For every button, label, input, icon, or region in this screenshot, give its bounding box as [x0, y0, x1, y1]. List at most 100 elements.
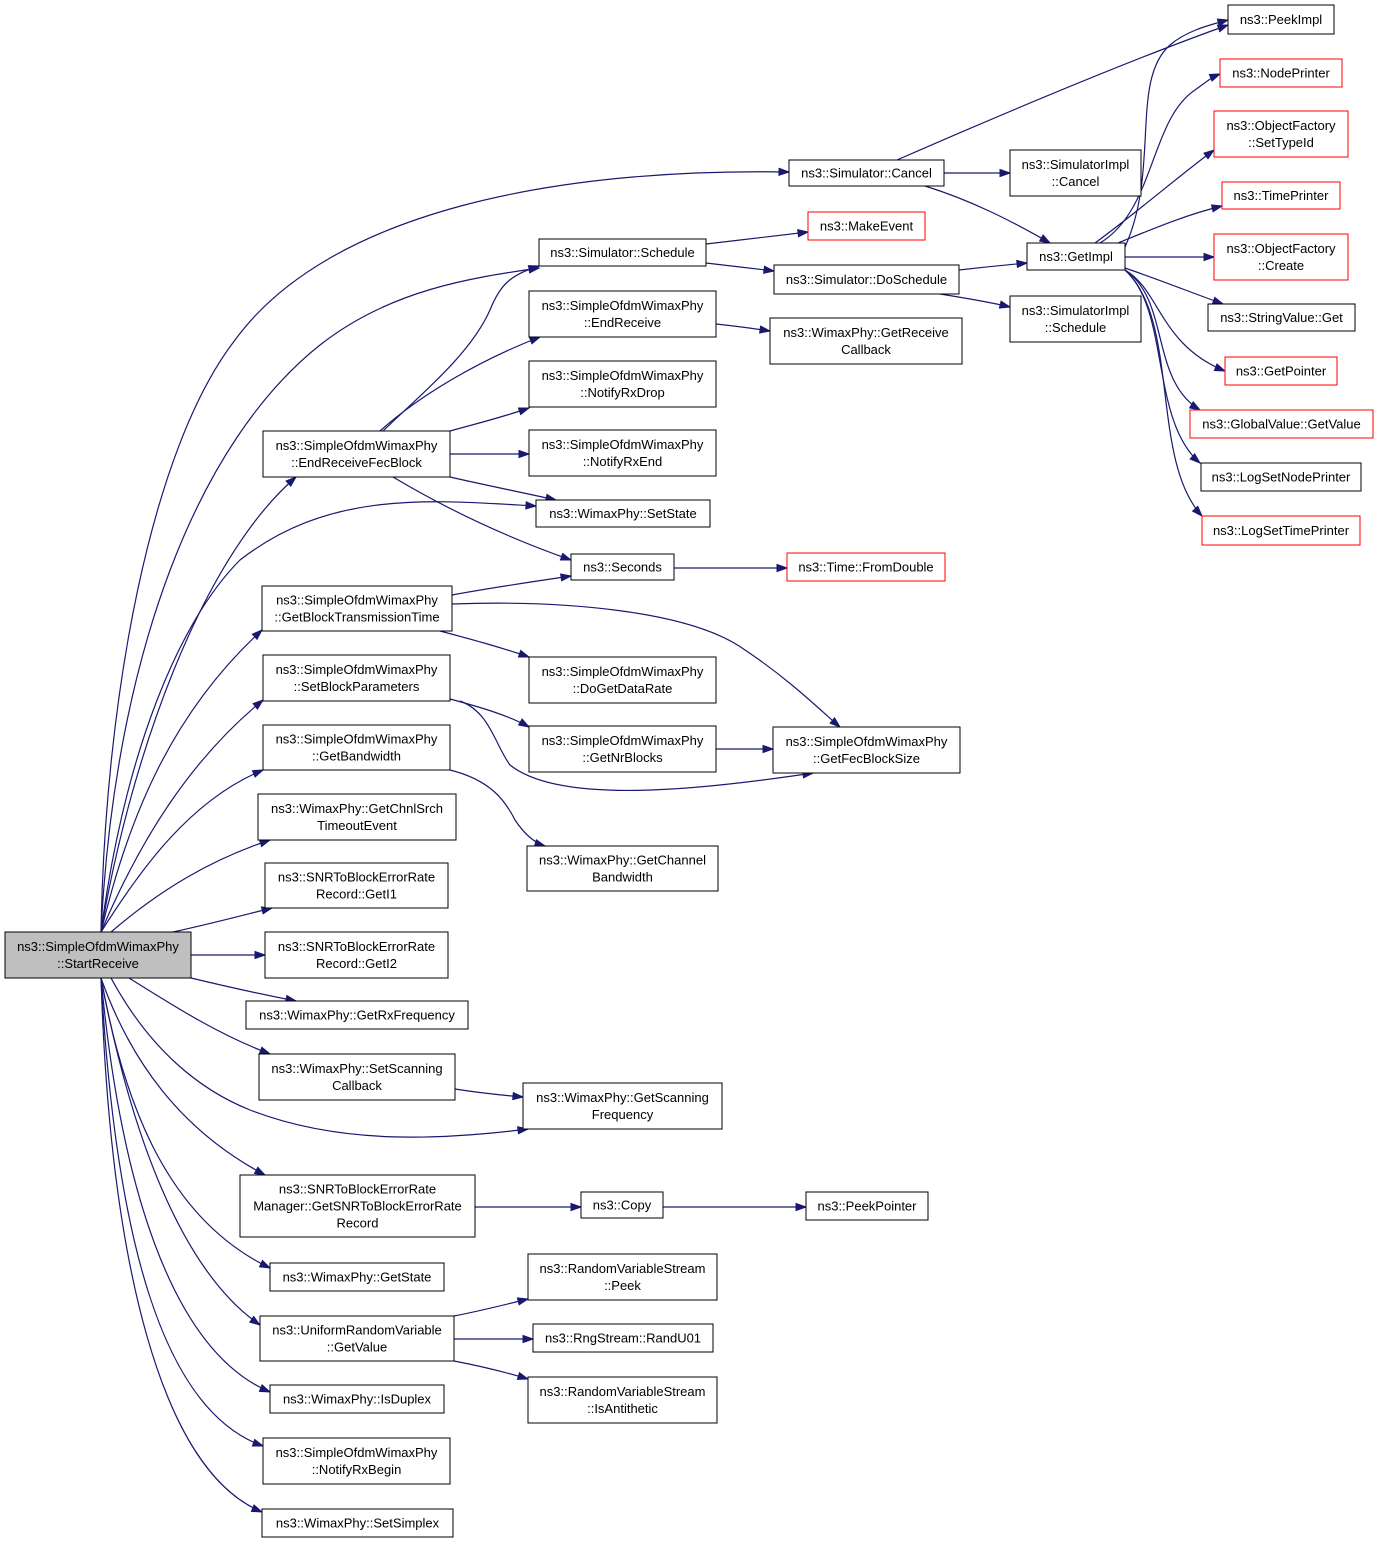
node-notify-rx-end[interactable]: ns3::SimpleOfdmWimaxPhy::NotifyRxEnd: [528, 429, 717, 477]
node-label: ns3::SimpleOfdmWimaxPhy: [542, 437, 704, 452]
edge-getImpl-to-timePrinter: [1117, 204, 1224, 244]
node-make-event[interactable]: ns3::MakeEvent: [807, 211, 926, 241]
edge-setScanCb-to-getScanFreq: [454, 1088, 525, 1101]
node-box: [262, 724, 451, 771]
node-label: ::SetBlockParameters: [294, 679, 420, 694]
node-get-state[interactable]: ns3::WimaxPhy::GetState: [269, 1262, 445, 1292]
edge-endRecFec-to-notifyRxEnd: [450, 449, 531, 459]
node-label: ns3::GlobalValue::GetValue: [1202, 417, 1361, 432]
edge-getImpl-to-gvGetValue: [1124, 269, 1202, 411]
edge-getBandwidth-to-getChanBw: [449, 769, 547, 848]
node-impl-cancel[interactable]: ns3::SimulatorImpl::Cancel: [1009, 149, 1142, 197]
node-notify-rx-drop[interactable]: ns3::SimpleOfdmWimaxPhy::NotifyRxDrop: [528, 360, 717, 408]
node-label: ns3::TimePrinter: [1234, 188, 1330, 203]
edge-getImpl-to-logSetTime: [1124, 269, 1204, 518]
node-get-nr-blocks[interactable]: ns3::SimpleOfdmWimaxPhy::GetNrBlocks: [528, 725, 717, 773]
node-label: ::GetBandwidth: [312, 749, 401, 764]
node-get-rx-freq[interactable]: ns3::WimaxPhy::GetRxFrequency: [245, 1000, 469, 1030]
node-box: [1213, 110, 1349, 158]
node-box: [262, 1437, 451, 1485]
node-box: [239, 1174, 476, 1238]
edge-line: [924, 185, 1051, 244]
node-log-set-node[interactable]: ns3::LogSetNodePrinter: [1200, 462, 1362, 492]
node-of-create[interactable]: ns3::ObjectFactory::Create: [1213, 233, 1349, 281]
node-label: ::Create: [1258, 258, 1304, 273]
node-box: [269, 1262, 445, 1292]
edge-endRecFec-to-notifyRxDrop: [449, 407, 531, 432]
node-label: Record: [337, 1216, 379, 1231]
node-label: ::SetTypeId: [1248, 135, 1314, 150]
node-label: ns3::SimpleOfdmWimaxPhy: [542, 298, 704, 313]
node-rand-u01[interactable]: ns3::RngStream::RandU01: [532, 1323, 714, 1353]
node-seconds[interactable]: ns3::Seconds: [570, 553, 675, 581]
node-label: ns3::RngStream::RandU01: [545, 1331, 701, 1346]
edge-line: [100, 699, 264, 933]
node-label: ns3::SNRToBlockErrorRate: [278, 870, 435, 885]
node-time-printer[interactable]: ns3::TimePrinter: [1221, 181, 1341, 210]
node-sim-schedule[interactable]: ns3::Simulator::Schedule: [538, 238, 707, 267]
node-uniform-get-value[interactable]: ns3::UniformRandomVariable::GetValue: [259, 1315, 455, 1362]
node-is-duplex[interactable]: ns3::WimaxPhy::IsDuplex: [269, 1384, 445, 1414]
edge-root-to-getChnlSrch: [110, 839, 272, 933]
node-impl-schedule[interactable]: ns3::SimulatorImpl::Schedule: [1009, 295, 1142, 343]
edge-getImpl-to-nodePrinter: [1099, 73, 1222, 244]
node-box: [245, 1000, 469, 1030]
node-snr-mgr[interactable]: ns3::SNRToBlockErrorRateManager::GetSNRT…: [239, 1174, 476, 1238]
node-do-get-data-rate[interactable]: ns3::SimpleOfdmWimaxPhy::DoGetDataRate: [528, 656, 717, 704]
node-str-get[interactable]: ns3::StringValue::Get: [1207, 303, 1356, 332]
node-rvs-peek[interactable]: ns3::RandomVariableStream::Peek: [527, 1253, 718, 1301]
node-box: [1189, 409, 1374, 439]
edge-root-to-getRxFreq: [190, 977, 298, 1004]
edge-simCancel-to-getImpl: [924, 185, 1052, 244]
node-gv-get-value[interactable]: ns3::GlobalValue::GetValue: [1189, 409, 1374, 439]
edge-line: [449, 698, 530, 728]
node-get-bandwidth[interactable]: ns3::SimpleOfdmWimaxPhy::GetBandwidth: [262, 724, 451, 771]
node-from-double[interactable]: ns3::Time::FromDouble: [786, 552, 946, 582]
node-log-set-time[interactable]: ns3::LogSetTimePrinter: [1201, 515, 1361, 546]
node-set-simplex[interactable]: ns3::WimaxPhy::SetSimplex: [261, 1508, 454, 1538]
node-box: [1213, 233, 1349, 281]
node-get-impl[interactable]: ns3::GetImpl: [1026, 242, 1126, 271]
edge-root-to-simCancel: [100, 167, 791, 933]
node-box: [261, 585, 453, 632]
node-root[interactable]: ns3::SimpleOfdmWimaxPhy::StartReceive: [4, 931, 192, 979]
node-label: ns3::WimaxPhy::SetState: [549, 506, 696, 521]
node-get-fec-block-size[interactable]: ns3::SimpleOfdmWimaxPhy::GetFecBlockSize: [772, 726, 961, 774]
edge-line: [1124, 267, 1224, 305]
arrowhead-icon: [258, 839, 272, 848]
node-get-pointer[interactable]: ns3::GetPointer: [1224, 356, 1338, 386]
node-box: [570, 553, 675, 581]
edge-getImpl-to-peekImpl: [1124, 18, 1230, 248]
node-is-antithetic[interactable]: ns3::RandomVariableStream::IsAntithetic: [527, 1376, 718, 1424]
node-sim-cancel[interactable]: ns3::Simulator::Cancel: [788, 159, 945, 187]
node-label: ::Schedule: [1045, 320, 1106, 335]
node-label: ::EndReceiveFecBlock: [291, 455, 422, 470]
edge-line: [128, 977, 271, 1055]
node-set-state[interactable]: ns3::WimaxPhy::SetState: [535, 499, 711, 528]
node-end-receive[interactable]: ns3::SimpleOfdmWimaxPhy::EndReceive: [528, 290, 717, 338]
node-notify-rx-begin[interactable]: ns3::SimpleOfdmWimaxPhy::NotifyRxBegin: [262, 1437, 451, 1485]
node-of-set-type-id[interactable]: ns3::ObjectFactory::SetTypeId: [1213, 110, 1349, 158]
node-do-schedule[interactable]: ns3::Simulator::DoSchedule: [773, 264, 960, 295]
node-peek-pointer[interactable]: ns3::PeekPointer: [805, 1191, 929, 1221]
node-set-block-params[interactable]: ns3::SimpleOfdmWimaxPhy::SetBlockParamet…: [262, 654, 451, 702]
node-peek-impl[interactable]: ns3::PeekImpl: [1227, 4, 1335, 35]
edge-line: [110, 839, 271, 933]
node-copy[interactable]: ns3::Copy: [580, 1191, 664, 1219]
arrowhead-icon: [829, 717, 842, 728]
node-box: [269, 1384, 445, 1414]
edge-snrMgr-to-copy: [475, 1202, 583, 1212]
node-box: [769, 317, 963, 365]
node-end-rec-fec[interactable]: ns3::SimpleOfdmWimaxPhy::EndReceiveFecBl…: [262, 430, 451, 478]
arrowhead-icon: [759, 325, 772, 334]
edge-getBlockTx-to-getFecBlockSize: [451, 602, 842, 728]
node-node-printer[interactable]: ns3::NodePrinter: [1219, 58, 1343, 88]
node-get-block-tx[interactable]: ns3::SimpleOfdmWimaxPhy::GetBlockTransmi…: [261, 585, 453, 632]
